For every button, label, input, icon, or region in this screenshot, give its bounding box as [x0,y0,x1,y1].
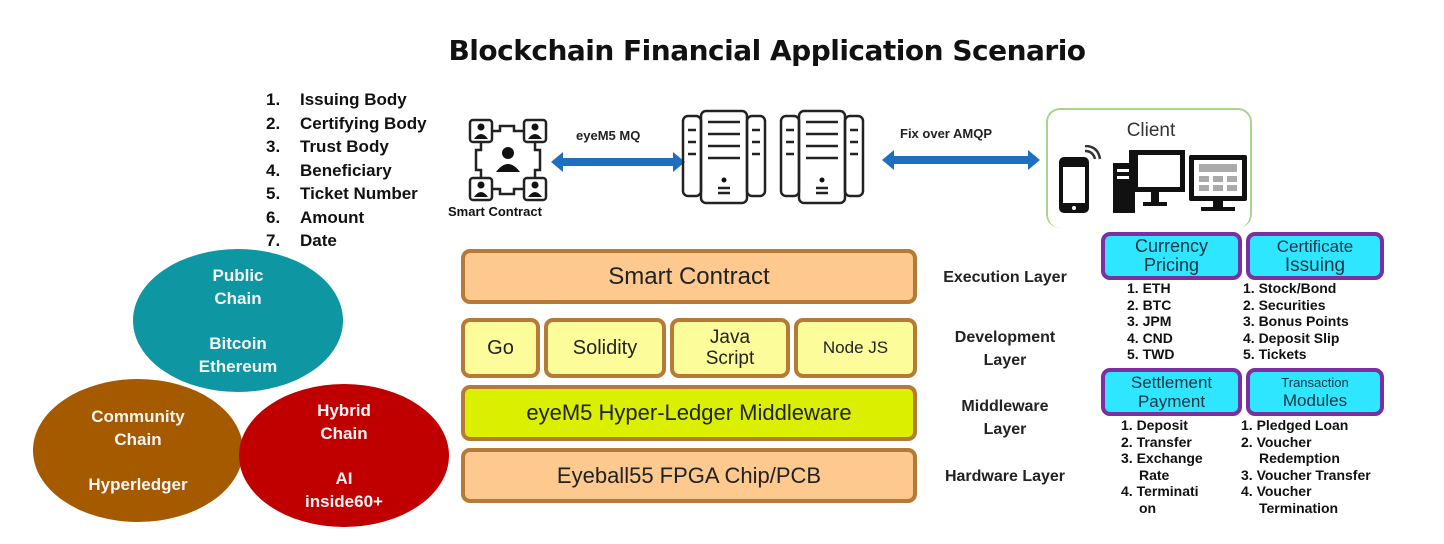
field-item: 2.Certifying Body [266,113,427,133]
dev-box-go: Go [461,318,540,378]
mq-link-label: eyeM5 MQ [576,128,641,143]
public-chain-ellipse: Public Chain Bitcoin Ethereum [133,249,343,392]
transaction-modules-list: 1. Pledged Loan 2. Voucher Redemption 3.… [1241,417,1371,516]
smart-contract-icon-label: Smart Contract [448,204,542,219]
settlement-payment-list: 1. Deposit 2. Transfer 3. Exchange Rate … [1121,417,1203,516]
middleware-layer-box: eyeM5 Hyper-Ledger Middleware [461,385,917,441]
community-chain-ellipse: Community Chain Hyperledger [33,379,243,522]
development-layer-label: Development Layer [954,329,1056,369]
desktop-computer-icon [1113,150,1185,213]
amqp-link-label: Fix over AMQP [900,126,992,141]
hybrid-chain-ellipse: Hybrid Chain AI inside60+ [239,384,449,527]
client-devices [1059,145,1247,213]
bidirectional-arrow-icon [882,150,1040,170]
hardware-layer-box: Eyeball55 FPGA Chip/PCB [461,448,917,503]
field-item: 4.Beneficiary [266,160,392,180]
field-item: 7.Date [266,231,337,250]
mobile-phone-icon [1059,145,1102,213]
execution-layer-label: Execution Layer [943,269,1067,286]
field-item: 3.Trust Body [266,137,389,156]
field-item: 1.Issuing Body [266,90,407,109]
field-item: 6.Amount [266,207,365,227]
bidirectional-arrow-icon [551,152,685,172]
currency-pricing-list: 1. ETH 2. BTC 3. JPM 4. CND 5. TWD [1127,280,1175,362]
client-group-box [1046,108,1252,228]
client-title: Client [1126,120,1176,141]
dev-box-nodejs: Node JS [794,318,917,378]
monitor-dashboard-icon [1189,155,1247,211]
server-cluster-icon [681,109,865,205]
diagram-title: Blockchain Financial Application Scenari… [448,34,1086,67]
smart-contract-network-icon [468,118,548,202]
certificate-issuing-list: 1. Stock/Bond 2. Securities 3. Bonus Poi… [1243,280,1349,362]
dev-box-solidity: Solidity [544,318,666,378]
execution-layer-box: Smart Contract [461,249,917,304]
field-item: 5.Ticket Number [266,184,418,203]
contract-fields-list: 1.Issuing Body 2.Certifying Body 3.Trust… [266,88,427,253]
middleware-layer-label: Middleware Layer [961,398,1049,438]
hardware-layer-label: Hardware Layer [944,468,1066,485]
